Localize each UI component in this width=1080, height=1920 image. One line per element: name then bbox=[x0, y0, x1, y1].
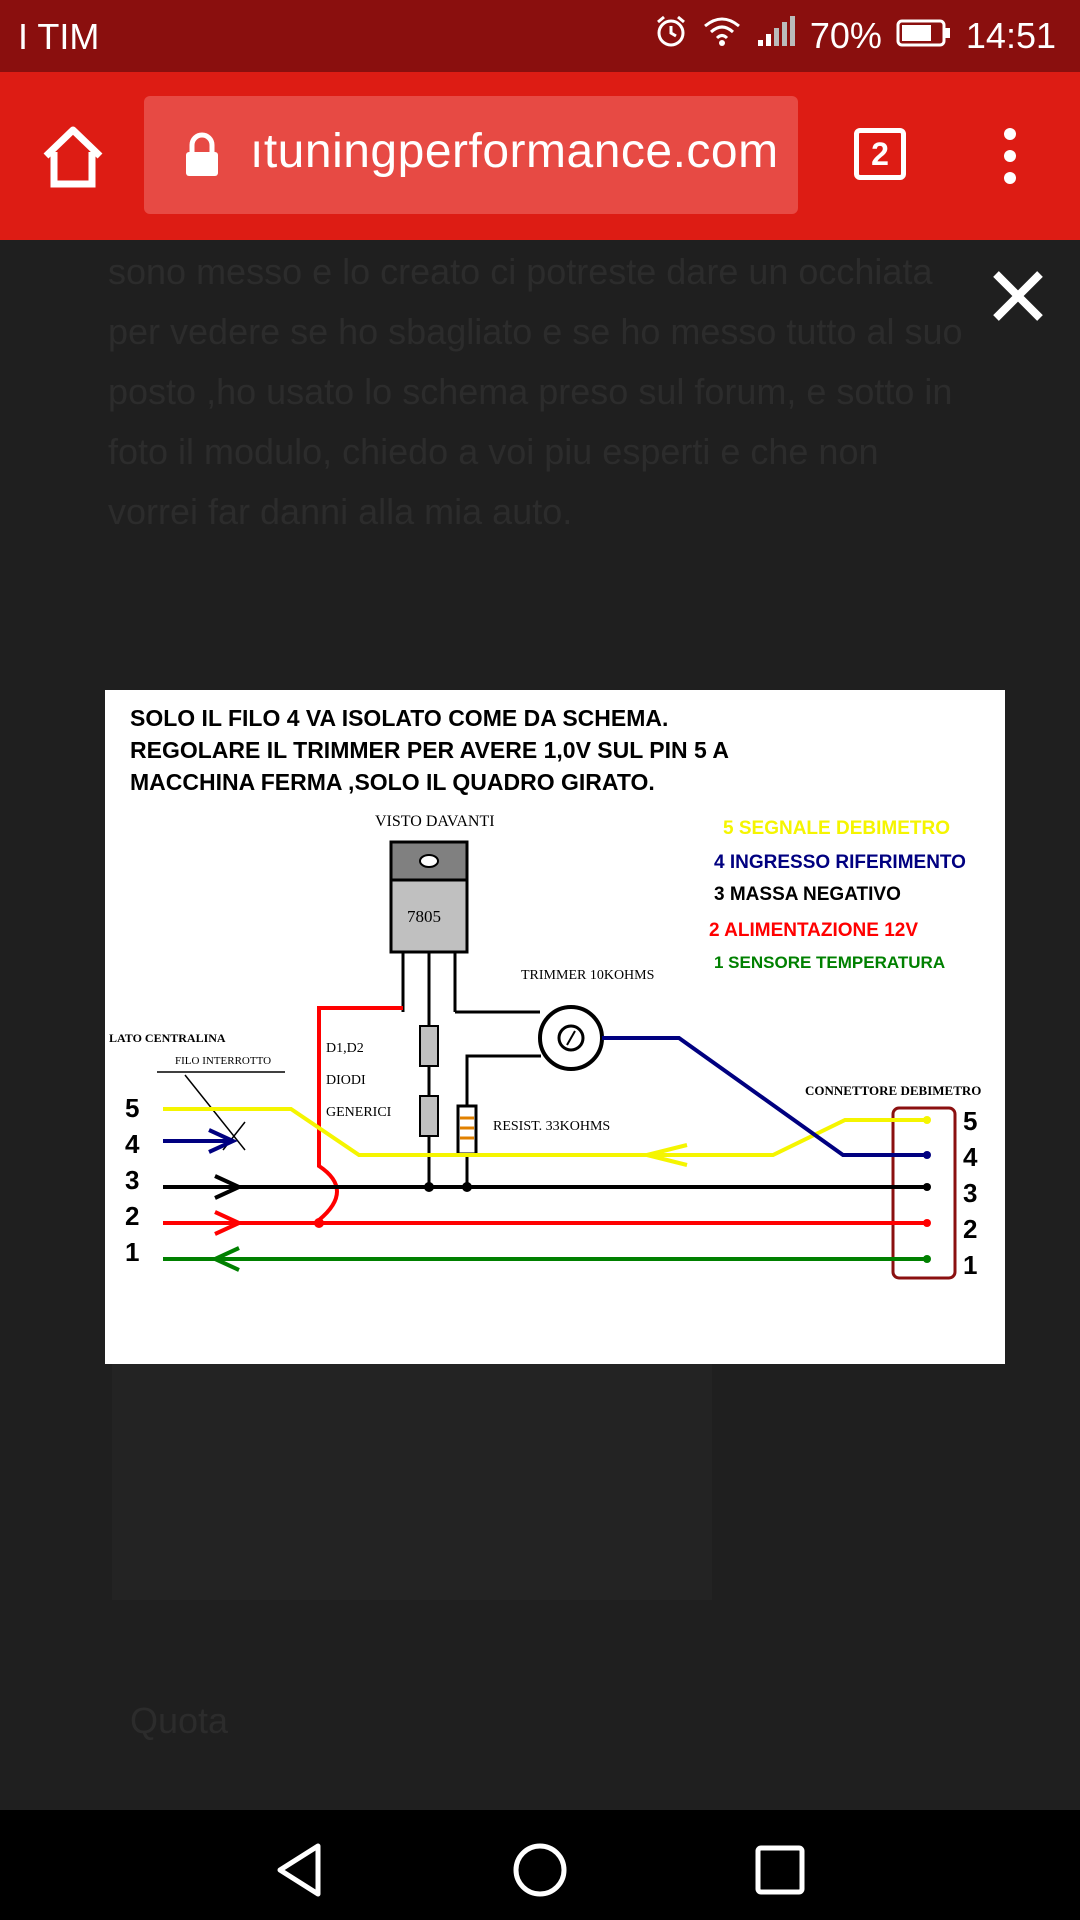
chevron-right-icon bbox=[881, 980, 942, 1080]
legend-2: 2 ALIMENTAZIONE 12V bbox=[709, 920, 918, 941]
home-button[interactable] bbox=[38, 122, 108, 192]
pin-right-2: 2 bbox=[963, 1214, 977, 1244]
regulator-label: 7805 bbox=[407, 907, 441, 926]
resistor-label: RESIST. 33KOHMS bbox=[493, 1119, 610, 1134]
legend-1: 1 SENSORE TEMPERATURA bbox=[714, 953, 945, 972]
wifi-icon bbox=[702, 14, 742, 57]
home-icon bbox=[43, 126, 103, 188]
back-button[interactable] bbox=[270, 1840, 330, 1900]
url-text: ıtuningperformance.com bbox=[250, 125, 779, 178]
browser-toolbar: ıtuningperformance.com 2 bbox=[0, 72, 1080, 240]
legend-4: 4 INGRESSO RIFERIMENTO bbox=[714, 852, 966, 873]
pin-right-4: 4 bbox=[963, 1142, 978, 1172]
overflow-menu-button[interactable] bbox=[1000, 128, 1020, 192]
status-bar: I TIM 70% 14:51 bbox=[0, 0, 1080, 72]
menu-dot-icon bbox=[1004, 172, 1016, 184]
legend-3: 3 MASSA NEGATIVO bbox=[714, 884, 901, 905]
pin-left-2: 2 bbox=[125, 1201, 139, 1231]
signal-icon bbox=[756, 14, 796, 57]
carrier-name: I TIM bbox=[18, 16, 100, 57]
pin-left-3: 3 bbox=[125, 1165, 139, 1195]
battery-level: 70% bbox=[809, 14, 882, 56]
quote-button[interactable]: Quota bbox=[130, 1700, 229, 1741]
instruction-line-2: REGOLARE IL TRIMMER PER AVERE 1,0V SUL P… bbox=[130, 737, 729, 763]
next-image-button[interactable] bbox=[870, 975, 950, 1085]
post-image bbox=[112, 1330, 712, 1600]
wiring-diagram: SOLO IL FILO 4 VA ISOLATO COME DA SCHEMA… bbox=[109, 705, 981, 1280]
lightbox-image: SOLO IL FILO 4 VA ISOLATO COME DA SCHEMA… bbox=[105, 690, 1005, 1364]
legend-5: 5 SEGNALE DEBIMETRO bbox=[723, 818, 950, 839]
address-bar[interactable]: ıtuningperformance.com bbox=[144, 96, 798, 214]
instruction-line-1: SOLO IL FILO 4 VA ISOLATO COME DA SCHEMA… bbox=[130, 705, 668, 731]
menu-dot-icon bbox=[1004, 128, 1016, 140]
lock-icon bbox=[184, 132, 220, 178]
recents-button[interactable] bbox=[750, 1840, 810, 1900]
pin-right-1: 1 bbox=[963, 1250, 977, 1280]
close-icon bbox=[993, 271, 1043, 321]
diodes-label-3: GENERICI bbox=[326, 1105, 392, 1120]
close-button[interactable] bbox=[988, 266, 1048, 326]
tab-switcher-button[interactable]: 2 bbox=[854, 128, 906, 180]
home-nav-button[interactable] bbox=[510, 1840, 570, 1900]
lato-centralina-label: LATO CENTRALINA bbox=[109, 1031, 226, 1045]
pin-right-5: 5 bbox=[963, 1106, 977, 1136]
square-recents-icon bbox=[755, 1845, 805, 1895]
pin-left-5: 5 bbox=[125, 1093, 139, 1123]
filo-interrotto-label: FILO INTERROTTO bbox=[175, 1055, 271, 1067]
instruction-line-3: MACCHINA FERMA ,SOLO IL QUADRO GIRATO. bbox=[130, 769, 655, 795]
connettore-label: CONNETTORE DEBIMETRO bbox=[805, 1083, 981, 1098]
pin-left-4: 4 bbox=[125, 1129, 140, 1159]
alarm-icon bbox=[654, 14, 688, 57]
visto-davanti-label: VISTO DAVANTI bbox=[375, 813, 495, 830]
pin-right-3: 3 bbox=[963, 1178, 977, 1208]
post-text: sono messo e lo creato ci potreste dare … bbox=[108, 251, 963, 532]
menu-dot-icon bbox=[1004, 150, 1016, 162]
system-nav-bar bbox=[0, 1810, 1080, 1920]
pin-left-1: 1 bbox=[125, 1237, 139, 1267]
clock: 14:51 bbox=[965, 14, 1056, 56]
circle-home-icon bbox=[513, 1843, 567, 1897]
battery-icon bbox=[896, 15, 952, 57]
diodes-label-2: DIODI bbox=[326, 1073, 366, 1088]
diodes-label-1: D1,D2 bbox=[326, 1041, 364, 1056]
back-icon bbox=[277, 1843, 321, 1897]
trimmer-label: TRIMMER 10KOHMS bbox=[521, 968, 654, 983]
